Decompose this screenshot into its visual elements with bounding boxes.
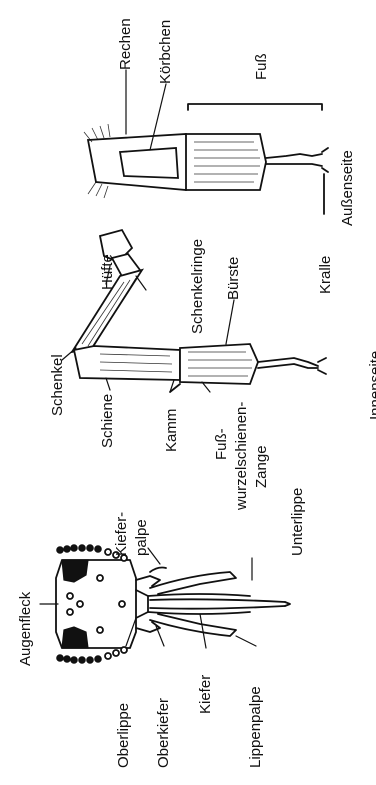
- label-fuss-zange-3: Zange: [253, 445, 270, 488]
- label-kamm: Kamm: [163, 409, 180, 452]
- face-dot-3: [119, 601, 125, 607]
- label-buerste: Bürste: [225, 257, 242, 300]
- label-innenseite: Innenseite: [367, 351, 376, 420]
- ocellus-2: [67, 609, 73, 615]
- label-lippenpalpe: Lippenpalpe: [247, 686, 264, 768]
- label-kieferpalpe-1: Kiefer-: [113, 512, 130, 556]
- label-oberlippe: Oberlippe: [115, 703, 132, 768]
- label-fuss: Fuß: [253, 53, 270, 80]
- label-schiene: Schiene: [99, 394, 116, 448]
- label-fuss-zange-2: wurzelschienen-: [233, 402, 250, 511]
- label-kieferpalpe-2: palpe: [133, 519, 150, 556]
- ocellus-1: [67, 593, 73, 599]
- label-huefte: Hüfte: [99, 254, 116, 290]
- label-rechen: Rechen: [117, 18, 134, 70]
- basitarsus-inner: [180, 344, 258, 384]
- label-unterlippe: Unterlippe: [289, 488, 306, 556]
- label-koerbchen: Körbchen: [157, 20, 174, 84]
- label-oberkiefer: Oberkiefer: [155, 698, 172, 768]
- label-aussenseite: Außenseite: [339, 150, 356, 226]
- face-dot-1: [97, 575, 103, 581]
- corbicula: [120, 148, 178, 178]
- label-kiefer: Kiefer: [197, 675, 214, 714]
- face-dot-2: [97, 627, 103, 633]
- label-kralle: Kralle: [317, 256, 334, 294]
- label-fuss-zange-1: Fuß-: [213, 428, 230, 460]
- label-schenkelringe: Schenkelringe: [189, 239, 206, 334]
- ocellus-3: [77, 601, 83, 607]
- label-augenfleck: Augenfleck: [17, 591, 34, 666]
- label-schenkel: Schenkel: [49, 354, 66, 416]
